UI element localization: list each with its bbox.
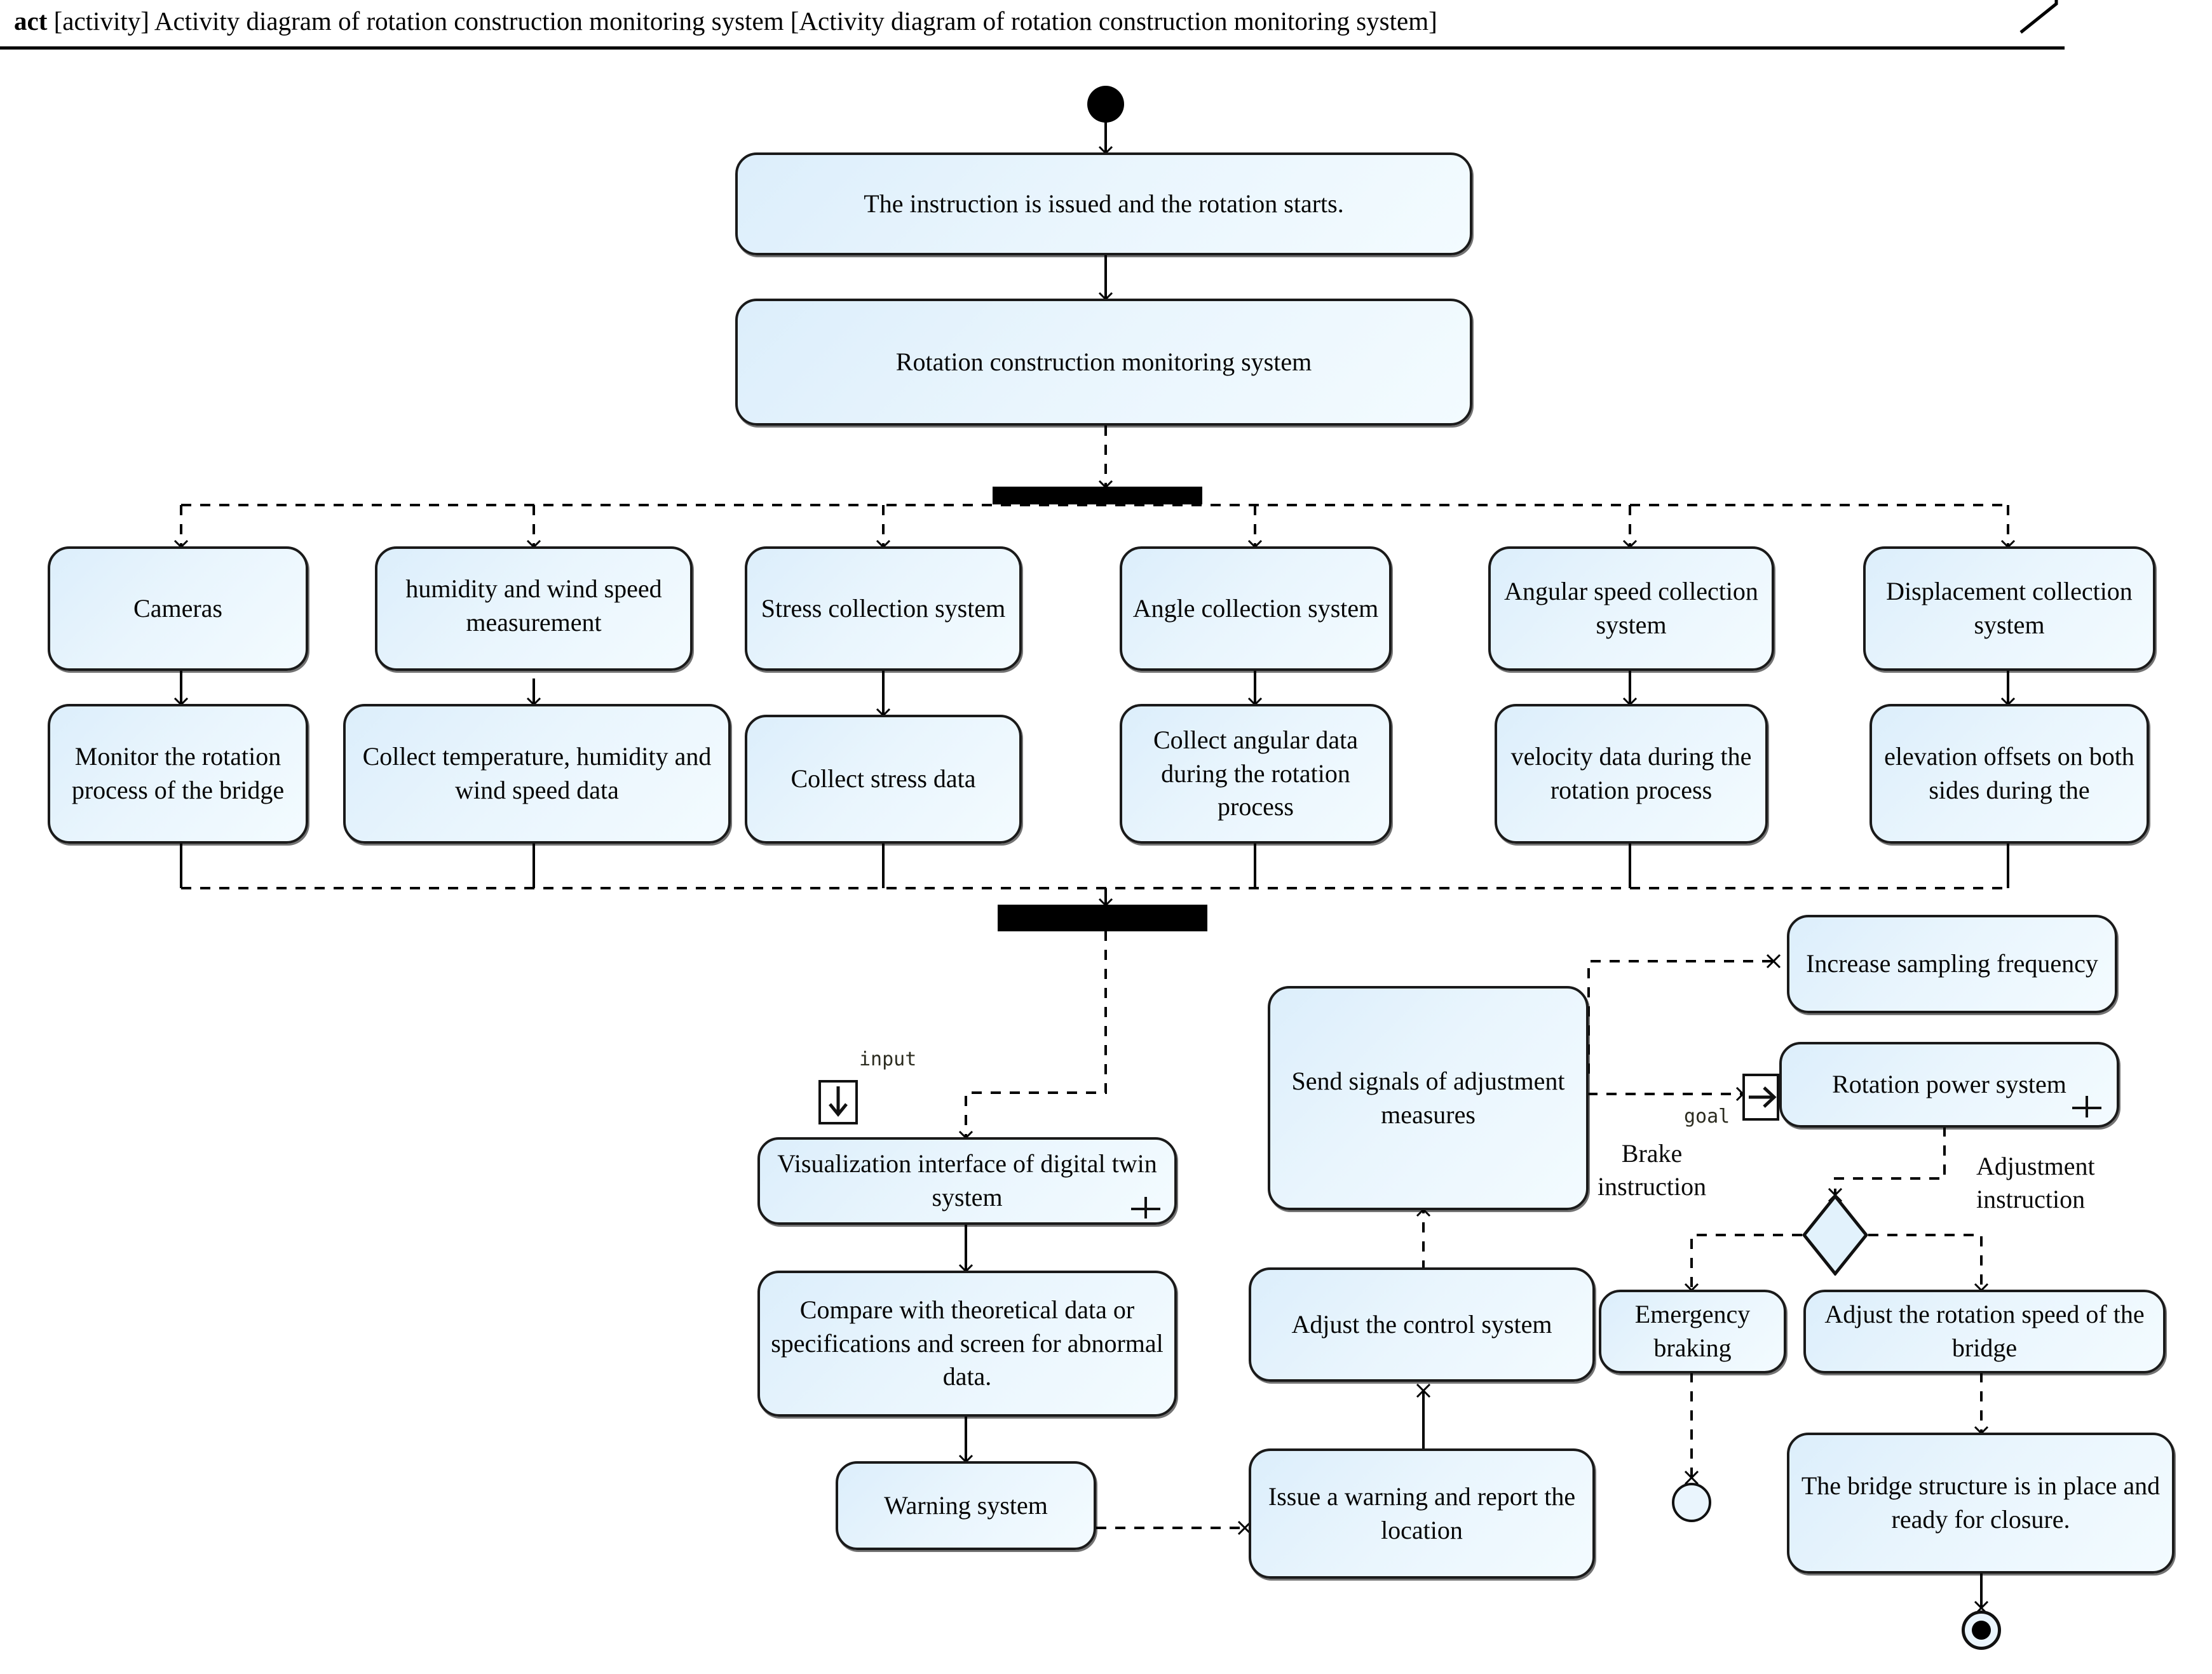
activity-node-increase-sampling[interactable]: Increase sampling frequency xyxy=(1787,915,2117,1013)
node-label: Visualization interface of digital twin … xyxy=(777,1149,1157,1212)
node-label: Collect angular data during the rotation… xyxy=(1153,725,1359,821)
activity-node-monitor-rotation[interactable]: Monitor the rotation process of the brid… xyxy=(48,704,308,844)
node-label: Adjust the control system xyxy=(1291,1309,1552,1339)
frame-keyword: act xyxy=(14,6,48,36)
node-label: Emergency braking xyxy=(1634,1300,1751,1362)
arrow-right-icon xyxy=(1749,1086,1777,1108)
rake-decomposition-icon xyxy=(2072,1096,2101,1117)
goal-pin xyxy=(1742,1074,1779,1121)
node-label: Stress collection system xyxy=(761,593,1006,623)
node-label: Increase sampling frequency xyxy=(1806,949,2098,978)
activity-node-humidity-wind[interactable]: humidity and wind speed measurement xyxy=(375,546,693,671)
node-label: Displacement collection system xyxy=(1886,577,2133,639)
join-node xyxy=(998,905,1207,931)
activity-node-collect-angular[interactable]: Collect angular data during the rotation… xyxy=(1120,704,1392,844)
activity-node-angular-speed-system[interactable]: Angular speed collection system xyxy=(1488,546,1774,671)
node-label: humidity and wind speed measurement xyxy=(405,574,662,637)
frame-title-text: [activity] Activity diagram of rotation … xyxy=(53,6,1437,36)
activity-node-send-signals[interactable]: Send signals of adjustment measures xyxy=(1268,986,1589,1210)
node-label: Rotation construction monitoring system xyxy=(895,347,1312,376)
activity-node-instruction[interactable]: The instruction is issued and the rotati… xyxy=(735,152,1472,255)
node-label: Collect stress data xyxy=(790,764,976,793)
activity-node-visualization[interactable]: Visualization interface of digital twin … xyxy=(757,1137,1177,1225)
initial-node xyxy=(1087,86,1124,123)
node-label: Warning system xyxy=(884,1490,1048,1520)
frame-corner-cut xyxy=(2019,0,2058,34)
edge-label-line1: Adjustment xyxy=(1976,1152,2095,1180)
activity-node-compare[interactable]: Compare with theoretical data or specifi… xyxy=(757,1271,1177,1417)
flow-final-node xyxy=(1672,1483,1711,1522)
activity-node-collect-temperature[interactable]: Collect temperature, humidity and wind s… xyxy=(343,704,731,844)
edge-label-line2: instruction xyxy=(1598,1172,1707,1201)
node-label: Issue a warning and report the location xyxy=(1268,1482,1576,1544)
node-label: Adjust the rotation speed of the bridge xyxy=(1824,1300,2145,1362)
node-label: The instruction is issued and the rotati… xyxy=(864,189,1344,218)
activity-node-issue-warning[interactable]: Issue a warning and report the location xyxy=(1249,1448,1595,1579)
activity-node-elevation-offsets[interactable]: elevation offsets on both sides during t… xyxy=(1869,704,2149,844)
node-label: Collect temperature, humidity and wind s… xyxy=(362,742,712,804)
edge-label-adjustment-instruction: Adjustment instruction xyxy=(1976,1150,2095,1216)
activity-node-monitoring-system[interactable]: Rotation construction monitoring system xyxy=(735,299,1472,426)
frame-header-shape xyxy=(0,0,2065,50)
decision-node[interactable] xyxy=(1802,1194,1868,1276)
diagram-frame-header: act [activity] Activity diagram of rotat… xyxy=(0,0,2065,50)
node-label: velocity data during the rotation proces… xyxy=(1510,742,1752,804)
node-label: Cameras xyxy=(133,593,222,623)
edge-label-line1: Brake xyxy=(1621,1139,1683,1168)
node-label: The bridge structure is in place and rea… xyxy=(1801,1471,2161,1534)
page-title: act [activity] Activity diagram of rotat… xyxy=(14,3,1437,39)
activity-node-warning-system[interactable]: Warning system xyxy=(836,1461,1096,1550)
activity-node-angle-system[interactable]: Angle collection system xyxy=(1120,546,1392,671)
node-label: Angular speed collection system xyxy=(1504,577,1758,639)
activity-final-node xyxy=(1962,1610,2001,1650)
node-label: Send signals of adjustment measures xyxy=(1291,1066,1565,1129)
fork-node xyxy=(993,487,1202,504)
activity-node-adjust-rotation-speed[interactable]: Adjust the rotation speed of the bridge xyxy=(1803,1290,2166,1374)
rake-decomposition-icon xyxy=(1131,1197,1160,1218)
activity-node-adjust-control[interactable]: Adjust the control system xyxy=(1249,1267,1595,1382)
activity-node-displacement-system[interactable]: Displacement collection system xyxy=(1863,546,2155,671)
activity-node-emergency-braking[interactable]: Emergency braking xyxy=(1599,1290,1786,1374)
node-label: Compare with theoretical data or specifi… xyxy=(771,1295,1164,1391)
activity-node-cameras[interactable]: Cameras xyxy=(48,546,308,671)
node-label: Rotation power system xyxy=(1832,1070,2066,1099)
input-pin-label: input xyxy=(859,1048,917,1070)
activity-node-velocity-data[interactable]: velocity data during the rotation proces… xyxy=(1495,704,1768,844)
node-label: Angle collection system xyxy=(1132,593,1379,623)
activity-node-bridge-in-place[interactable]: The bridge structure is in place and rea… xyxy=(1787,1433,2175,1574)
activity-node-collect-stress[interactable]: Collect stress data xyxy=(745,715,1022,844)
input-pin xyxy=(818,1080,858,1124)
node-label: Monitor the rotation process of the brid… xyxy=(71,742,285,804)
activity-node-stress-system[interactable]: Stress collection system xyxy=(745,546,1022,671)
node-label: elevation offsets on both sides during t… xyxy=(1884,742,2134,804)
goal-pin-label: goal xyxy=(1684,1105,1730,1128)
edge-label-line2: instruction xyxy=(1976,1185,2086,1213)
arrow-down-icon xyxy=(829,1086,848,1117)
edge-label-brake-instruction: Brake instruction xyxy=(1598,1137,1706,1203)
activity-node-rotation-power[interactable]: Rotation power system xyxy=(1779,1042,2119,1128)
